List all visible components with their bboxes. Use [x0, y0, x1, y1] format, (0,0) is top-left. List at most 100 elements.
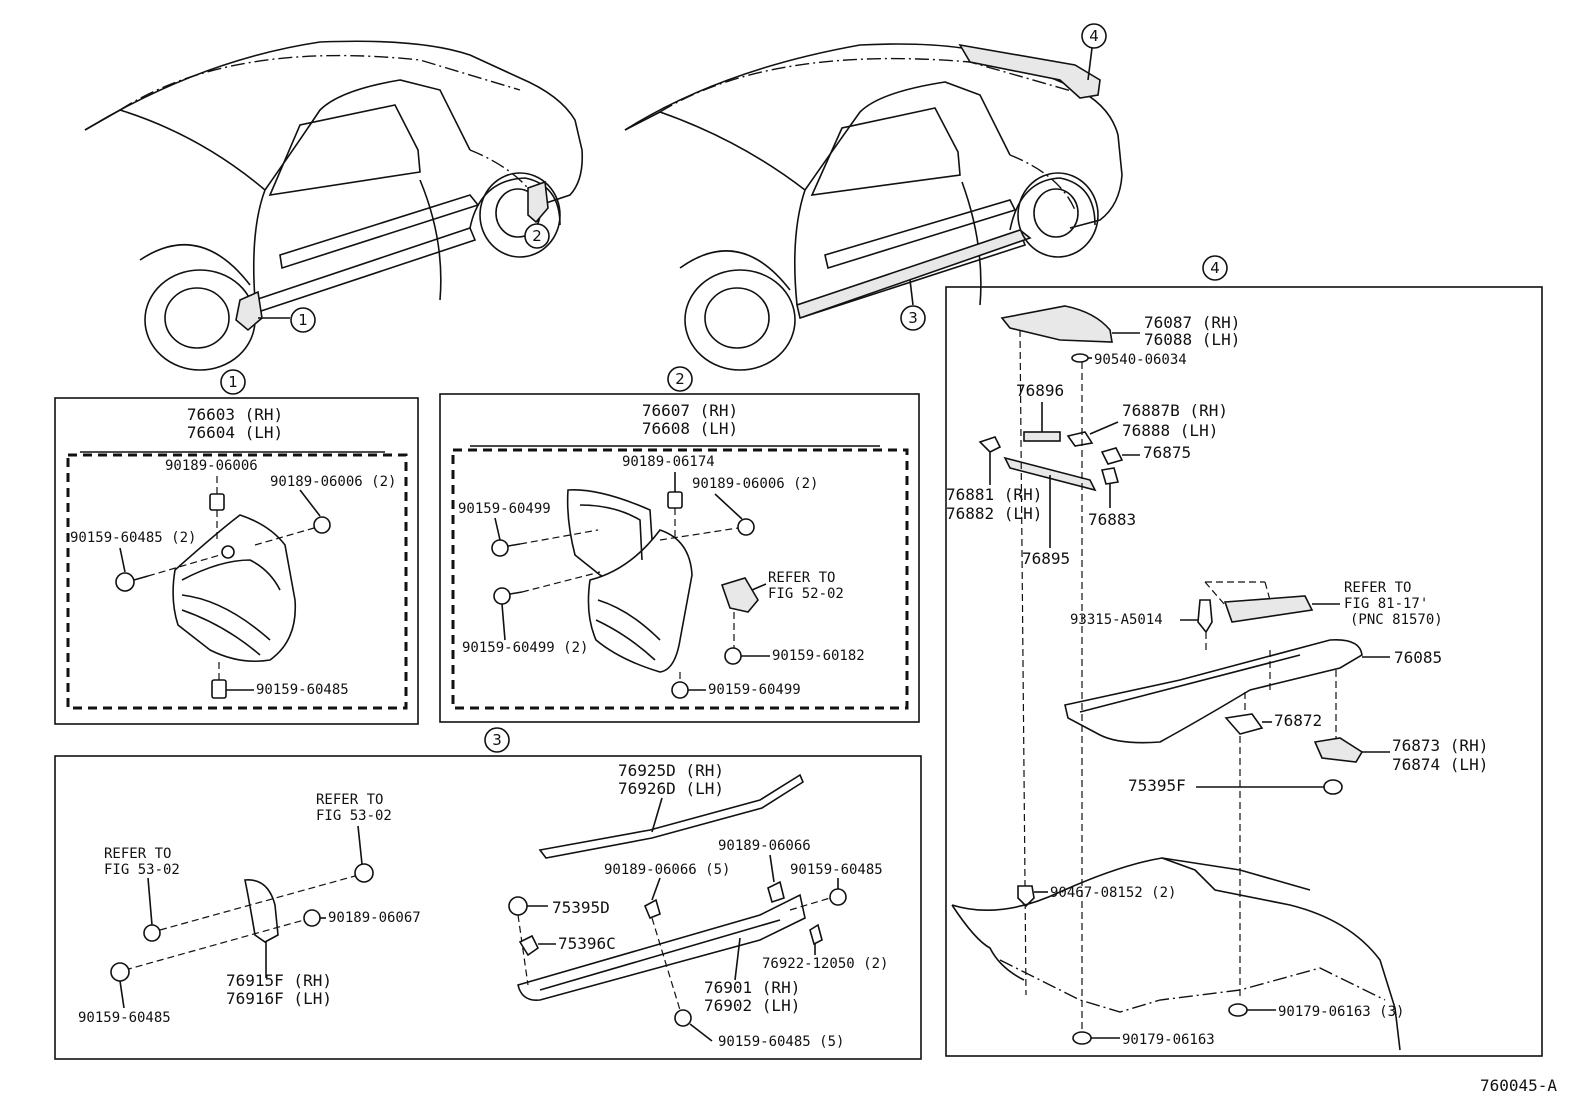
section-1-part-rh: 76603 (RH)	[187, 405, 283, 424]
callout-1-text: 1	[298, 311, 308, 329]
pad-76896	[1023, 431, 1061, 442]
section-4-p76887-lh: 76888 (LH)	[1122, 421, 1218, 440]
bolt-93315-a5014	[1197, 599, 1213, 634]
section-3-clip-b: 90189-06066	[718, 838, 811, 854]
screw-90159-60182	[724, 647, 742, 665]
section-4-p76875: 76875	[1143, 443, 1191, 462]
bracket-refer-52-02	[720, 577, 759, 613]
clip-90189-06066-a	[643, 898, 661, 920]
section-4-end-lh: 76088 (LH)	[1144, 330, 1240, 349]
section-2-screw-a: 90159-60499	[458, 501, 551, 517]
clip-90189-06006-a	[209, 493, 225, 511]
mudguard-front	[172, 514, 297, 663]
clip-75396c	[518, 934, 540, 957]
section-3-bracket-lh: 76916F (LH)	[226, 989, 332, 1008]
section-3-clip-c: 90189-06066 (5)	[604, 862, 730, 878]
spoiler-end-cap-76087	[1000, 305, 1113, 343]
section-4-spoiler: 76085	[1394, 648, 1442, 667]
section-4-end-rh: 76087 (RH)	[1144, 313, 1240, 332]
clip-53-02	[354, 863, 374, 883]
section-2-part-rh: 76607 (RH)	[642, 401, 738, 420]
section-2-screw-d: 90159-60499	[708, 682, 801, 698]
section-1-callout: 1	[228, 373, 238, 391]
clip-90189-06006-c	[737, 518, 755, 536]
garnish-strip-76925d	[538, 773, 805, 859]
section-4-nut-a: 90540-06034	[1094, 352, 1187, 368]
section-2-part-lh: 76608 (LH)	[642, 419, 738, 438]
callout-2-text: 2	[532, 227, 542, 245]
nut-90467-08152	[1017, 885, 1035, 908]
section-4-bolt-a: 93315-A5014	[1070, 612, 1163, 628]
car-right-illustration	[624, 43, 1123, 371]
section-4-refer-3: (PNC 81570)	[1350, 612, 1443, 628]
callout-1-car: 1	[290, 307, 316, 333]
screw-90159-60485-e	[674, 1009, 692, 1027]
pad-76875	[1100, 447, 1124, 465]
screw-90159-60485-b	[211, 679, 227, 699]
rear-spoiler-76085	[1064, 638, 1363, 744]
screw-90159-60485-a	[115, 572, 135, 592]
section-1-screw-a: 90159-60485 (2)	[70, 530, 196, 546]
clip-75395f	[1323, 779, 1343, 795]
screw-90159-60499-b	[493, 587, 511, 605]
section-3-clip-d: 75395D	[552, 898, 610, 917]
screw-90159-60499-a	[491, 539, 509, 557]
callout-4-car-text: 4	[1089, 27, 1099, 45]
section-2-clip-b: 90189-06006 (2)	[692, 476, 818, 492]
callout-4-car: 4	[1081, 23, 1107, 49]
section-1: 1 76603 (RH) 76604 (LH) 90189-06006 9018…	[54, 369, 419, 725]
section-4-nut-d: 90179-06163	[1122, 1032, 1215, 1048]
stop-lamp-refer	[1223, 595, 1314, 623]
car-left-illustration	[84, 40, 584, 371]
bracket-76915f	[244, 879, 279, 943]
section-2-refer-1: REFER TO	[768, 570, 835, 586]
section-3-clip-f: 76922-12050 (2)	[762, 956, 888, 972]
screw-90159-60499-c	[671, 681, 689, 699]
pad-76872	[1224, 713, 1264, 735]
section-4-p76873-lh: 76874 (LH)	[1392, 755, 1488, 774]
section-3-refer-b1: REFER TO	[104, 846, 171, 862]
section-3-clip-e: 75396C	[558, 934, 616, 953]
section-3-refer-a1: REFER TO	[316, 792, 383, 808]
section-3-refer-a2: FIG 53-02	[316, 808, 392, 824]
section-1-clip-b: 90189-06006 (2)	[270, 474, 396, 490]
clip-90189-06006-b	[313, 516, 331, 534]
clip-90189-06066-b	[767, 880, 785, 904]
section-4-p76873-rh: 76873 (RH)	[1392, 736, 1488, 755]
section-3-strip-lh: 76926D (LH)	[618, 779, 724, 798]
section-4-p76881-lh: 76882 (LH)	[946, 504, 1042, 523]
nut-90540-06034	[1071, 353, 1089, 363]
section-2-screw-c: 90159-60182	[772, 648, 865, 664]
screw-refer-53-02	[143, 924, 161, 942]
section-3-screw-b: 90159-60485	[790, 862, 883, 878]
section-4: 4 76087 (RH) 76088 (LH) 90540-06034 7689…	[945, 255, 1543, 1057]
trunk-outline	[951, 857, 1401, 1051]
section-4-refer-1: REFER TO	[1344, 580, 1411, 596]
section-3-callout: 3	[492, 731, 502, 749]
section-3-clip-a: 90189-06067	[328, 910, 421, 926]
section-4-callout: 4	[1210, 259, 1220, 277]
callout-3-car-text: 3	[908, 309, 918, 327]
section-2-callout: 2	[675, 370, 685, 388]
section-4-p76872: 76872	[1274, 711, 1322, 730]
section-3-strip-rh: 76925D (RH)	[618, 761, 724, 780]
clip-76922-12050	[809, 923, 823, 946]
section-3-rocker-lh: 76902 (LH)	[704, 996, 800, 1015]
section-4-p76881-rh: 76881 (RH)	[946, 485, 1042, 504]
callout-3-car: 3	[900, 305, 926, 331]
screw-90159-60485-c	[110, 962, 130, 982]
section-3-refer-b2: FIG 53-02	[104, 862, 180, 878]
section-1-screw-b: 90159-60485	[256, 682, 349, 698]
section-2-screw-b: 90159-60499 (2)	[462, 640, 588, 656]
clip-75395d	[508, 896, 528, 916]
pad-76883	[1100, 467, 1120, 485]
callout-2-car: 2	[524, 220, 550, 249]
section-4-p75395f: 75395F	[1128, 776, 1186, 795]
clip-90189-06067	[303, 909, 321, 927]
section-3-screw-c: 90159-60485 (5)	[718, 1034, 844, 1050]
section-4-p76883: 76883	[1088, 510, 1136, 529]
section-4-nut-c: 90179-06163 (3)	[1278, 1004, 1404, 1020]
pad-76881	[978, 436, 1002, 453]
